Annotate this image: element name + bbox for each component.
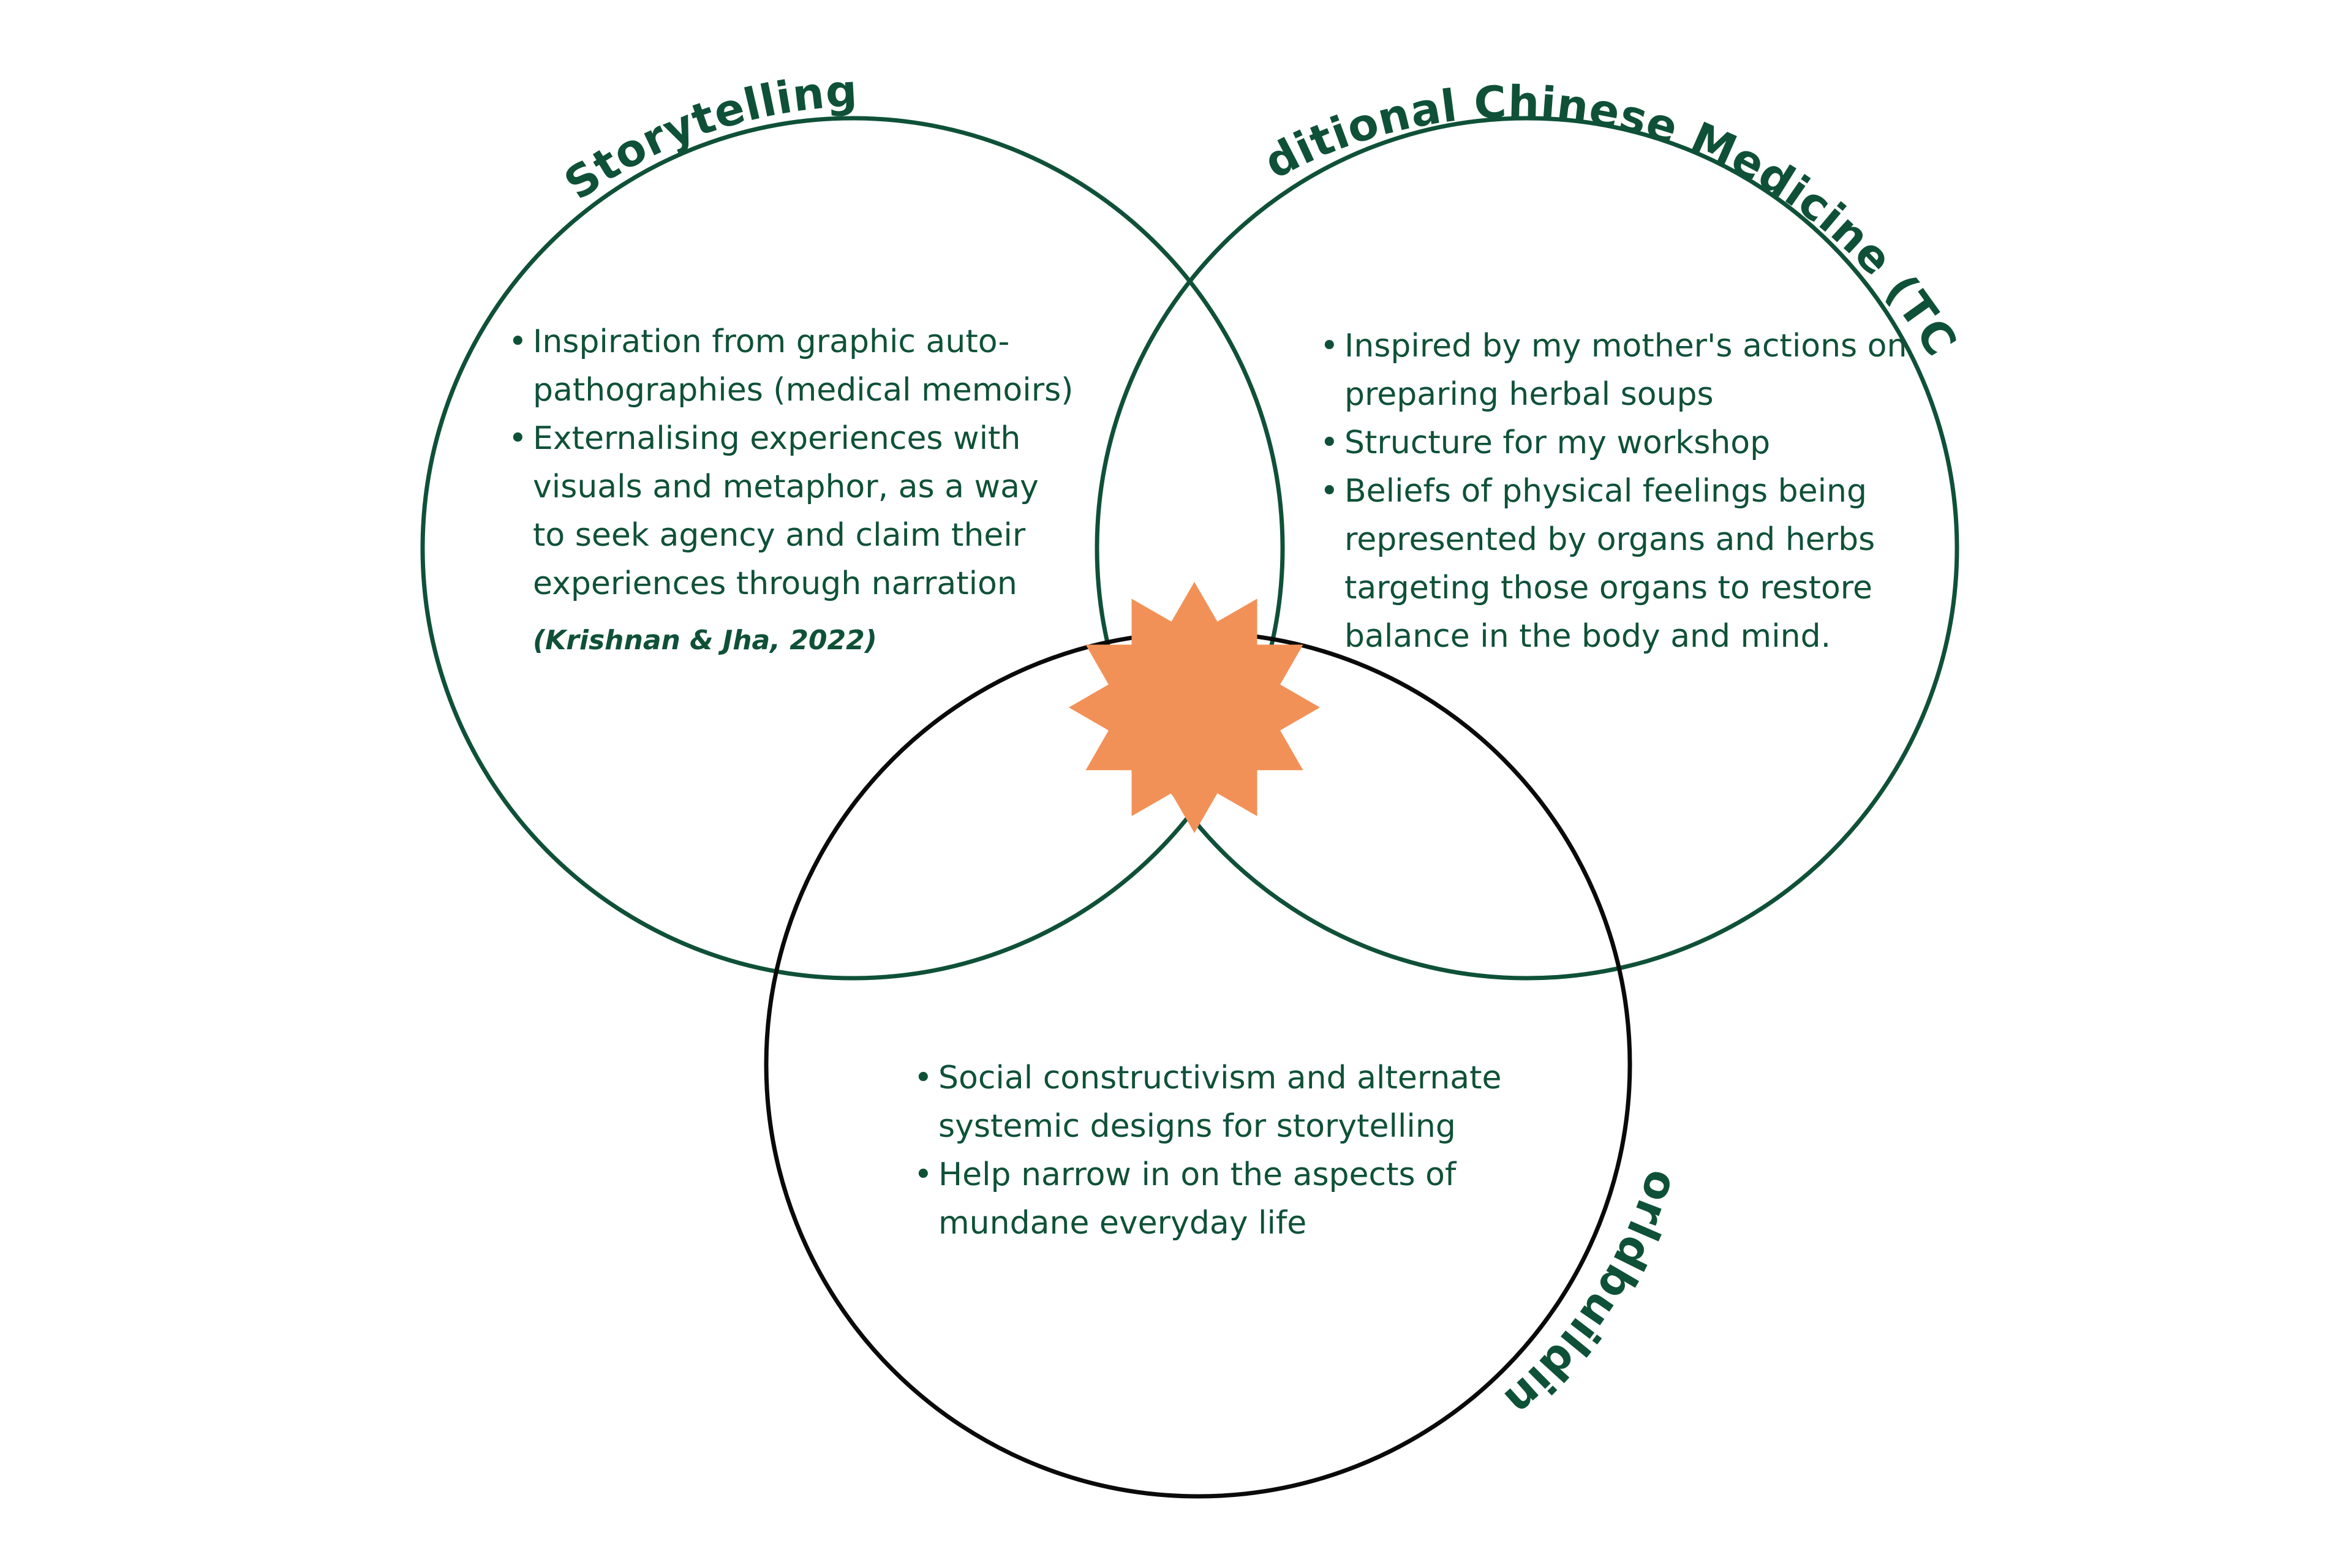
- tcm-bullet-1-line-1: Inspired by my mother's actions on: [1344, 328, 1907, 364]
- worldbuilding-title-path: Worldbuilding: [0, 0, 1689, 1427]
- worldbuilding-title: Worldbuilding: [0, 0, 1689, 1427]
- bullet-marker: •: [1320, 328, 1339, 364]
- tcm-bullet-2-line-1: Structure for my workshop: [1344, 424, 1770, 461]
- tcm-bullet-3-line-2: represented by organs and herbs: [1344, 521, 1875, 558]
- tcm-circle: [1095, 116, 1959, 981]
- bullet-marker: •: [1320, 473, 1339, 510]
- storytelling-bullet-1-line-1: Inspiration from graphic auto-: [533, 323, 1009, 360]
- bullet-marker: •: [914, 1156, 933, 1193]
- worldbuilding-bullet-1-line-2: systemic designs for storytelling: [938, 1108, 1456, 1145]
- bullet-marker: •: [1320, 424, 1339, 461]
- storytelling-bullet-2-line-3: to seek agency and claim their: [533, 517, 1026, 554]
- storytelling-bullet-1-line-2: pathographies (medical memoirs): [533, 372, 1073, 409]
- tcm-title-path: Traditional Chinese Medicine (TCM): [0, 0, 1966, 365]
- tcm-bullet-3-line-1: Beliefs of physical feelings being: [1344, 473, 1867, 510]
- storytelling-citation: (Krishnan & Jha, 2022): [533, 625, 877, 656]
- bullet-marker: •: [914, 1060, 933, 1096]
- tcm-title: Traditional Chinese Medicine (TCM): [0, 0, 1967, 365]
- worldbuilding-bullet-2-line-1: Help narrow in on the aspects of: [938, 1156, 1457, 1193]
- storytelling-bullet-2-line-1: Externalising experiences with: [533, 420, 1020, 457]
- storytelling-bullets: • Inspiration from graphic auto- pathogr…: [508, 323, 1073, 656]
- storytelling-title-path: Storytelling: [555, 65, 858, 210]
- tcm-bullet-1-line-2: preparing herbal soups: [1344, 376, 1714, 413]
- bullet-marker: •: [508, 420, 527, 457]
- storytelling-title: Storytelling: [555, 65, 859, 210]
- tcm-bullet-3-line-3: targeting those organs to restore: [1344, 570, 1872, 606]
- storytelling-circle: [420, 116, 1285, 981]
- tcm-bullet-3-line-4: balance in the body and mind.: [1344, 618, 1831, 655]
- worldbuilding-bullet-1-line-1: Social constructivism and alternate: [938, 1060, 1502, 1096]
- tcm-bullets: • Inspired by my mother's actions on pre…: [1320, 328, 1907, 655]
- center-star-burst: [1069, 582, 1320, 833]
- storytelling-bullet-2-line-2: visuals and metaphor, as a way: [533, 469, 1039, 505]
- worldbuilding-bullet-2-line-2: mundane everyday life: [938, 1205, 1306, 1242]
- worldbuilding-bullets: • Social constructivism and alternate sy…: [914, 1060, 1502, 1242]
- bullet-marker: •: [508, 323, 527, 360]
- storytelling-bullet-2-line-4: experiences through narration: [533, 565, 1017, 602]
